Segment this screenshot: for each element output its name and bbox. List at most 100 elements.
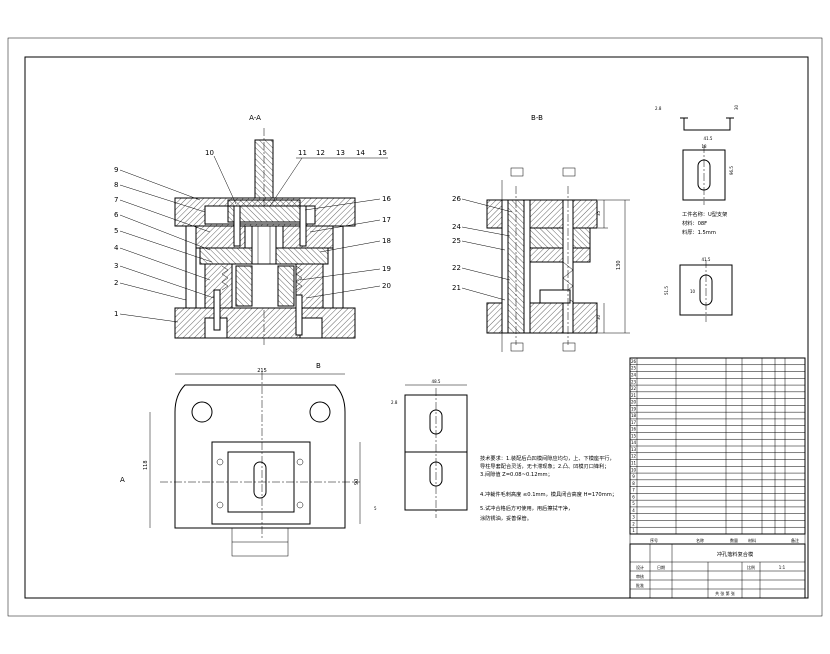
bom-header-material: 材料 <box>748 537 756 543</box>
title-date: 日期 <box>657 564 665 570</box>
bom-row-number: 1 <box>632 528 635 533</box>
balloon: 8 <box>114 181 118 189</box>
title-checker: 审核 <box>636 573 644 579</box>
bom-row-number: 5 <box>632 501 635 506</box>
balloon: 2 <box>114 279 118 287</box>
section-aa-label: A-A <box>249 114 261 122</box>
bom-header-remark: 备注 <box>791 537 799 543</box>
dim-part-w1: 18 <box>701 144 707 149</box>
dim-plan-height: 118 <box>143 460 149 470</box>
outer-border <box>7 37 823 617</box>
bom-row-number: 9 <box>632 474 635 479</box>
bom-row-number: 10 <box>631 467 637 472</box>
title-scale-label: 比例 <box>747 564 755 570</box>
bom-row-number: 8 <box>632 481 635 486</box>
title-block: 冲孔落料复合模 设计 审核 批准 日期 比例 1:1 共 张 第 张 <box>629 543 806 599</box>
plan-view: 215 118 90 5 A B <box>120 362 377 557</box>
balloon: 11 <box>298 149 307 157</box>
bom-row-number: 23 <box>631 379 637 384</box>
part-punched: 41.5 10 51.5 <box>664 257 733 322</box>
balloon: 12 <box>316 149 325 157</box>
dim-bb-top: 35 <box>596 210 601 216</box>
balloon: 13 <box>336 149 345 157</box>
balloon: 14 <box>356 149 365 157</box>
section-bb-view: B-B 130 35 30 <box>486 114 630 352</box>
balloons-top: 10 11 12 13 14 15 <box>205 149 388 207</box>
bom-row-number: 15 <box>631 433 637 438</box>
dim-part-w2b: 41.5 <box>702 257 711 262</box>
section-a-arrow: A <box>120 476 125 484</box>
bom-row-number: 13 <box>631 447 637 452</box>
title-designer: 设计 <box>636 564 644 570</box>
dim-part-h3: 51.5 <box>664 286 669 295</box>
bom-row-number: 20 <box>631 400 637 405</box>
dim-strip-width: 48.5 <box>432 379 441 384</box>
note-line: 3.间隙值 Z=0.08~0.12mm； <box>480 470 553 478</box>
bom-row-number: 24 <box>631 373 637 378</box>
part-blank: 18 96.5 工件名称：U型支架 材料：08F 料厚：1.5mm <box>682 144 734 236</box>
bom-header-no: 序号 <box>650 537 658 543</box>
bom-row-number: 4 <box>632 508 635 513</box>
note-line: 技术要求：1.装配后凸凹模间隙应均匀，上、下模座平行， <box>480 454 615 462</box>
balloon: 25 <box>452 237 461 245</box>
bom-header-name: 名称 <box>696 537 704 543</box>
title-scale-value: 1:1 <box>779 565 786 570</box>
bom-header-qty: 数量 <box>730 537 738 543</box>
balloon: 19 <box>382 265 391 273</box>
note-line: 导柱导套配合灵活，无卡滞现象；2.凸、凹模刃口锋利； <box>480 462 609 470</box>
dim-part-h: 96.5 <box>729 166 734 175</box>
bom-header: 序号 名称 数量 材料 备注 <box>629 533 806 545</box>
bom-row-number: 18 <box>631 413 637 418</box>
part-spec-line: 材料：08F <box>682 219 707 227</box>
bom-row-number: 26 <box>631 359 637 364</box>
balloon: 7 <box>114 196 118 204</box>
balloon: 24 <box>452 223 461 231</box>
part-profile: 2.8 41.5 30 <box>655 104 739 141</box>
balloon: 3 <box>114 262 118 270</box>
dim-part-top: 2.8 <box>655 106 662 111</box>
inner-border <box>24 56 809 599</box>
balloon: 15 <box>378 149 387 157</box>
dim-bb-bottom: 30 <box>596 314 601 320</box>
dim-part-h-top: 30 <box>734 104 739 110</box>
bom-row-number: 11 <box>631 461 637 466</box>
note-line: 5.试冲合格后方可使用，用后擦拭干净， <box>480 504 573 512</box>
title-approve: 批准 <box>636 582 644 588</box>
balloon: 22 <box>452 264 461 272</box>
bom-row-number: 22 <box>631 386 637 391</box>
section-b-arrow: B <box>316 362 321 370</box>
bom-table: 2625242322212019181716151413121110987654… <box>629 357 806 535</box>
strip-layout: 48.5 2.8 <box>391 379 468 518</box>
bom-row-number: 16 <box>631 427 637 432</box>
balloon: 4 <box>114 244 119 252</box>
section-bb-label: B-B <box>531 114 543 122</box>
bom-row-number: 21 <box>631 393 637 398</box>
bom-row-number: 19 <box>631 406 637 411</box>
balloon: 26 <box>452 195 461 203</box>
part-spec-line: 工件名称：U型支架 <box>682 210 727 218</box>
drawing-title: 冲孔落料复合模 <box>717 550 753 558</box>
bom-row-number: 7 <box>632 488 635 493</box>
balloon: 20 <box>382 282 391 290</box>
dim-plan-small: 5 <box>374 506 377 511</box>
bom-row-number: 25 <box>631 366 637 371</box>
balloon: 21 <box>452 284 461 292</box>
dim-part-w2: 41.5 <box>704 136 713 141</box>
dim-strip-left: 2.8 <box>391 400 398 405</box>
dim-bb-height: 130 <box>616 260 622 270</box>
balloons-right: 16 17 18 19 20 <box>299 195 391 299</box>
bom-row-number: 2 <box>632 521 635 526</box>
note-line: 涂防锈油，妥善保管。 <box>480 514 532 522</box>
balloon: 9 <box>114 166 118 174</box>
balloons-bb: 26 24 25 22 21 <box>452 195 513 301</box>
balloon: 16 <box>382 195 391 203</box>
balloon: 10 <box>205 149 214 157</box>
note-line: 4.冲裁件毛刺高度 ≤0.1mm，模具闭合高度 H=170mm； <box>480 490 617 498</box>
balloon: 18 <box>382 237 391 245</box>
section-aa-view: A-A <box>174 114 356 345</box>
dim-part-w3: 10 <box>690 289 696 294</box>
balloon: 1 <box>114 310 118 318</box>
dim-plan-width: 215 <box>257 368 267 374</box>
balloon: 17 <box>382 216 391 224</box>
